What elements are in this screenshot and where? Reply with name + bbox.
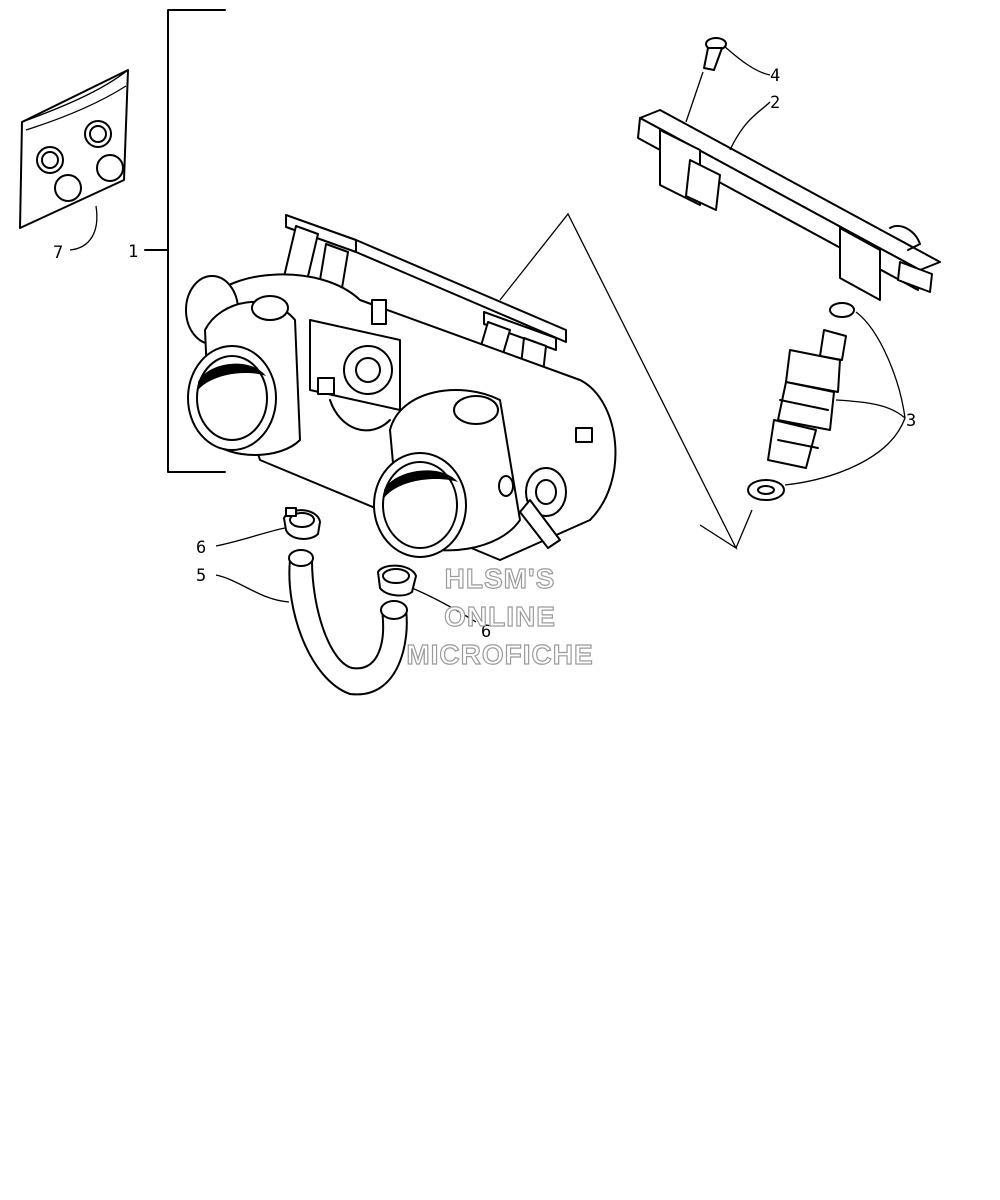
mounting-screw — [703, 37, 727, 71]
leader-3a — [835, 399, 906, 419]
leader-6a — [215, 527, 286, 547]
leader-3c — [784, 417, 906, 486]
leader-5 — [215, 574, 290, 603]
watermark: HLSM'S ONLINE MICROFICHE — [406, 562, 594, 670]
callout-1: 1 — [128, 242, 138, 262]
fuel-injector — [747, 302, 855, 501]
leader-4-axis — [685, 71, 704, 123]
leader-6b — [411, 587, 477, 623]
callout-3: 3 — [906, 411, 916, 431]
coolant-hose — [288, 549, 408, 696]
leader-3b — [855, 311, 906, 419]
leader-7 — [69, 205, 98, 251]
watermark-line-3: MICROFICHE — [406, 639, 593, 670]
throttle-body-assembly — [185, 214, 617, 561]
callout-4: 4 — [770, 66, 780, 86]
leader-4 — [723, 45, 771, 76]
callout-6-lower: 6 — [481, 622, 491, 642]
explosion-guide-lines — [499, 212, 753, 550]
assembly-bracket — [144, 9, 226, 473]
callout-5: 5 — [196, 566, 206, 586]
hose-clamp-upper — [283, 507, 321, 540]
watermark-line-2: ONLINE — [444, 601, 556, 632]
callout-7: 7 — [53, 243, 63, 263]
hose-clamp-lower — [377, 564, 417, 597]
callout-2: 2 — [770, 93, 780, 113]
callout-6-upper: 6 — [196, 538, 206, 558]
leader-2 — [729, 101, 771, 151]
watermark-line-1: HLSM'S — [445, 563, 556, 594]
fuel-rail — [637, 109, 941, 301]
gasket-kit-bag — [19, 69, 129, 229]
